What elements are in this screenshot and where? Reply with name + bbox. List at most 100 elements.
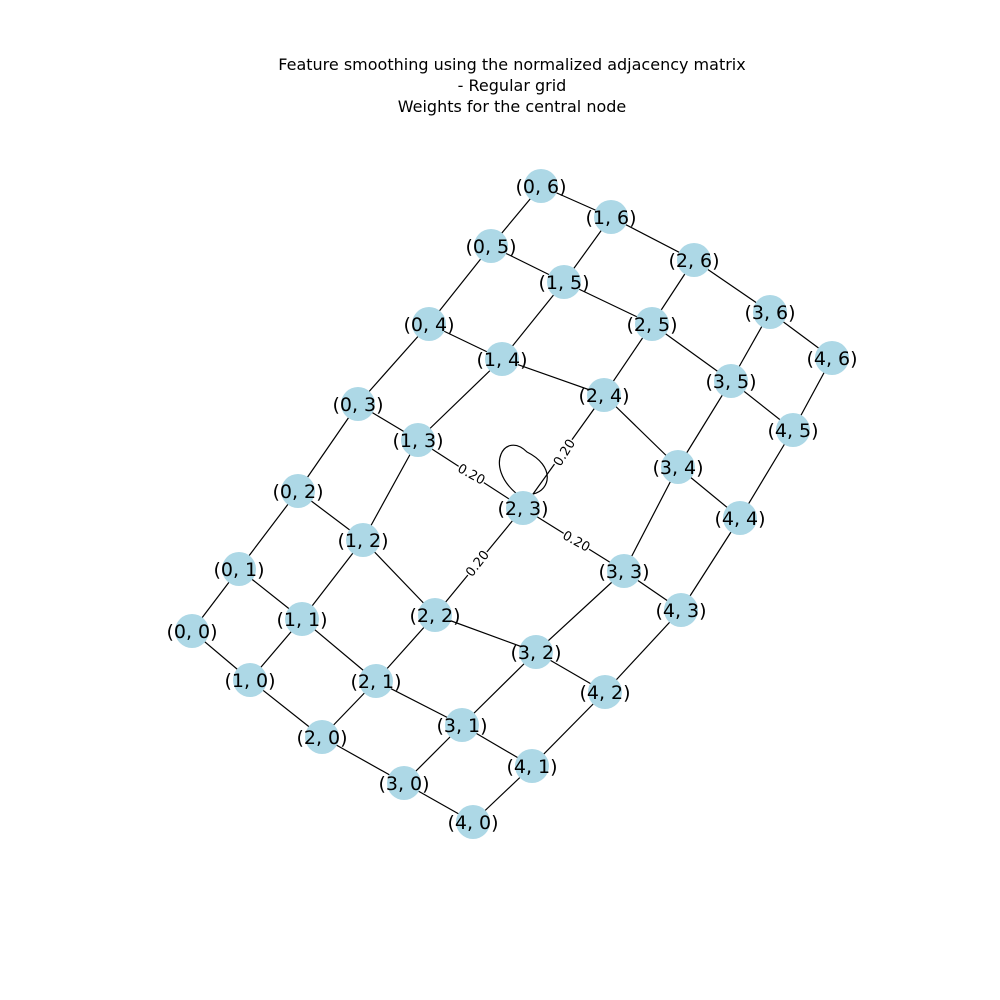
node-circle <box>346 523 380 557</box>
node-circle <box>753 295 787 329</box>
graph-node: (1, 5) <box>538 265 590 299</box>
node-circle <box>515 749 549 783</box>
node-label: (3, 1) <box>436 715 487 737</box>
node-circle <box>359 664 393 698</box>
node-circle <box>524 169 558 203</box>
node-label: (0, 3) <box>332 394 383 416</box>
graph-node: (2, 5) <box>626 307 678 341</box>
graph-node: (1, 3) <box>392 423 444 457</box>
graph-node: (0, 3) <box>332 387 384 421</box>
node-circle <box>587 378 621 412</box>
graph-node: (0, 5) <box>465 229 517 263</box>
node-label: (4, 4) <box>714 508 765 530</box>
graph-node: (0, 1) <box>213 552 265 586</box>
graph-node: (4, 0) <box>447 805 499 839</box>
node-label: (1, 2) <box>337 530 388 552</box>
edge-4-4-to-4-5 <box>739 429 794 519</box>
edge-3-1-to-3-2 <box>461 651 537 726</box>
graph-node: (2, 1) <box>350 664 402 698</box>
node-label: (2, 5) <box>626 314 677 336</box>
node-label: (2, 2) <box>409 605 460 627</box>
node-label: (4, 1) <box>506 756 557 778</box>
node-circle <box>387 766 421 800</box>
graph-node: (2, 4) <box>578 378 630 412</box>
node-circle <box>815 341 849 375</box>
graph-node: (1, 0) <box>224 663 276 697</box>
node-label: (3, 4) <box>652 457 703 479</box>
graph-node: (1, 6) <box>585 200 637 234</box>
node-circle <box>723 501 757 535</box>
graph-node: (4, 6) <box>806 341 858 375</box>
node-label: (3, 2) <box>510 642 561 664</box>
node-circle <box>776 413 810 447</box>
edge-0-3-to-0-4 <box>357 323 430 405</box>
graph-node: (1, 2) <box>337 523 389 557</box>
edge-weight-label-bg <box>550 436 580 470</box>
graph-node: (4, 3) <box>655 593 707 627</box>
edge-4-1-to-4-2 <box>531 691 606 767</box>
node-circle <box>233 663 267 697</box>
graph-node: (2, 6) <box>668 243 720 277</box>
edge-3-2-to-3-3 <box>535 570 625 653</box>
graph-node: (2, 3) <box>497 491 549 525</box>
node-label: (0, 0) <box>166 621 217 643</box>
node-label: (3, 0) <box>378 773 429 795</box>
node-label: (1, 1) <box>276 609 327 631</box>
graph-node: (3, 2) <box>510 635 562 669</box>
graph-node: (4, 4) <box>714 501 766 535</box>
node-circle <box>281 474 315 508</box>
node-circle <box>485 342 519 376</box>
edge-0-2-to-0-3 <box>297 403 359 492</box>
edge-4-3-to-4-4 <box>680 517 741 611</box>
node-circle <box>519 635 553 669</box>
node-label: (2, 4) <box>578 385 629 407</box>
edge-weight-label-bg <box>559 527 593 557</box>
node-circle <box>175 614 209 648</box>
self-loop-layer <box>498 444 548 495</box>
node-label: (4, 6) <box>806 348 857 370</box>
title-line-2: - Regular grid <box>458 76 567 95</box>
node-label: (4, 3) <box>655 600 706 622</box>
graph-node: (0, 0) <box>166 614 218 648</box>
node-circle <box>412 307 446 341</box>
node-circle <box>285 602 319 636</box>
graph-node: (4, 1) <box>506 749 558 783</box>
node-circle <box>547 265 581 299</box>
node-circle <box>607 554 641 588</box>
edge-weight-label-bg <box>454 460 488 490</box>
graph-node: (2, 2) <box>409 598 461 632</box>
graph-node: (3, 5) <box>705 364 757 398</box>
node-label: (2, 6) <box>668 250 719 272</box>
node-circle <box>418 598 452 632</box>
edge-2-4-to-3-4 <box>603 394 679 468</box>
edge-weight-label-bg <box>462 547 494 581</box>
node-label: (0, 4) <box>403 314 454 336</box>
node-label: (4, 0) <box>447 812 498 834</box>
node-circle <box>714 364 748 398</box>
node-label: (2, 1) <box>350 671 401 693</box>
node-label: (3, 3) <box>598 561 649 583</box>
edge-3-3-to-3-4 <box>623 466 679 572</box>
node-circle <box>506 491 540 525</box>
graph-node: (3, 1) <box>436 708 488 742</box>
node-circle <box>677 243 711 277</box>
node-label: (1, 5) <box>538 272 589 294</box>
graph-node: (0, 4) <box>403 307 455 341</box>
title-line-3: Weights for the central node <box>398 97 627 116</box>
node-circle <box>341 387 375 421</box>
graph-node: (0, 6) <box>515 169 567 203</box>
edge-1-2-to-1-3 <box>362 439 419 541</box>
edge-4-2-to-4-3 <box>604 609 682 693</box>
node-label: (2, 3) <box>497 498 548 520</box>
graph-node: (3, 3) <box>598 554 650 588</box>
node-circle <box>222 552 256 586</box>
edge-2-2-to-3-2 <box>434 614 537 653</box>
node-label: (1, 4) <box>476 349 527 371</box>
node-circle <box>305 720 339 754</box>
graph-node: (2, 0) <box>296 720 348 754</box>
graph-node: (1, 1) <box>276 602 328 636</box>
node-circle <box>635 307 669 341</box>
edge-1-4-to-2-4 <box>501 358 605 396</box>
node-circle <box>594 200 628 234</box>
